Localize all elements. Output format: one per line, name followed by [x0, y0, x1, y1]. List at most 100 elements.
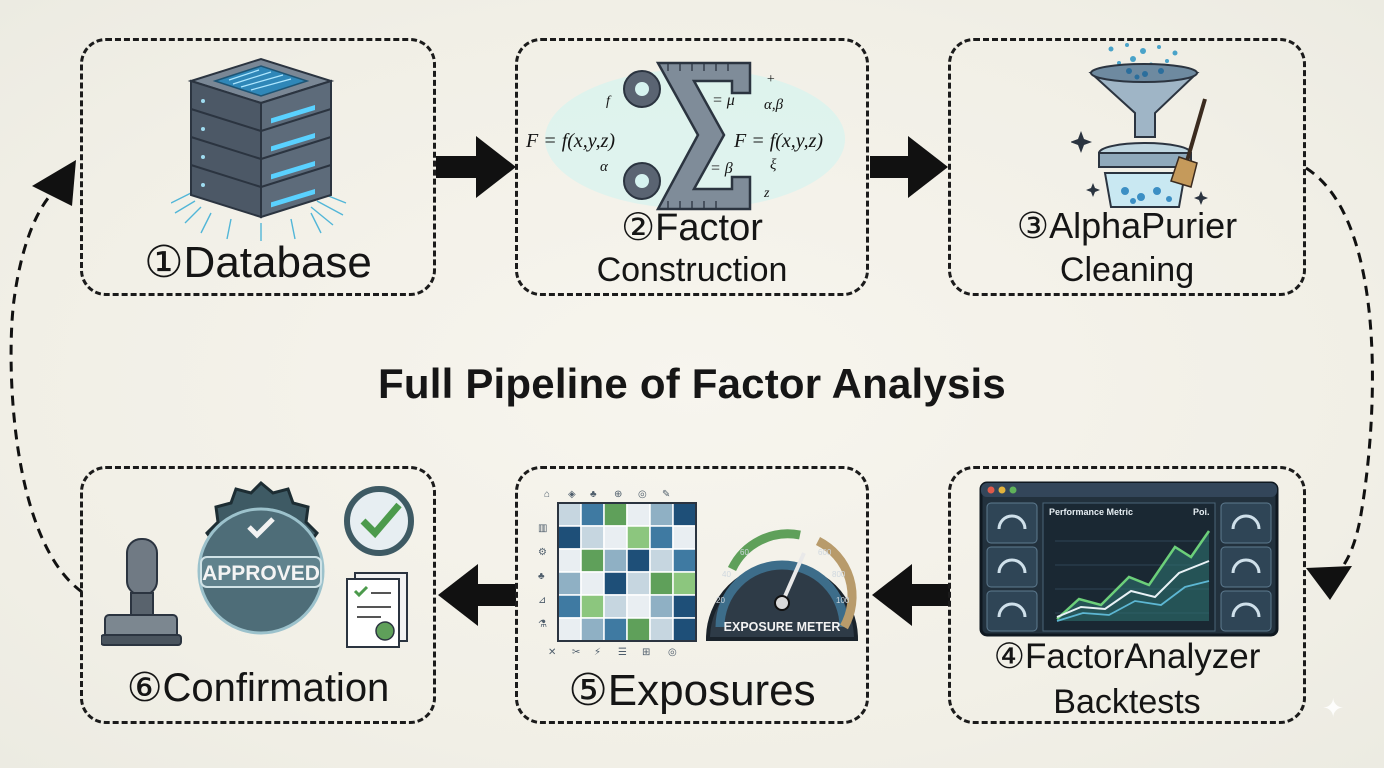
heatmap-cell	[603, 548, 628, 573]
stage-label: ④FactorAnalyzer	[993, 637, 1261, 676]
diagram-title: Full Pipeline of Factor Analysis	[378, 360, 1006, 407]
svg-text:600: 600	[818, 548, 832, 557]
svg-text:⌂: ⌂	[544, 489, 550, 500]
stage-sublabel: Backtests	[1053, 683, 1201, 721]
heatmap-cell	[649, 571, 674, 596]
stage-label: ⑥Confirmation	[126, 666, 390, 710]
heatmap-cell	[557, 594, 582, 619]
exposure-meter-label: EXPOSURE METER	[724, 620, 841, 634]
heatmap-cell	[557, 502, 582, 527]
stage-sublabel: Construction	[596, 251, 788, 289]
heatmap-cell	[649, 617, 674, 642]
heatmap-cell	[557, 617, 582, 642]
check-badge-icon	[344, 486, 414, 556]
heatmap-cell	[672, 617, 697, 642]
exposure-meter-icon: 20 40 60 600 800 100 EXPOSURE METER	[705, 529, 859, 641]
svg-text:◎: ◎	[668, 647, 677, 657]
svg-text:40: 40	[722, 570, 731, 579]
performance-metric-title: Performance Metric	[1049, 507, 1133, 517]
heatmap-cell	[672, 525, 697, 550]
svg-text:♣: ♣	[538, 571, 545, 582]
server-rack-icon	[171, 57, 347, 241]
svg-text:⊕: ⊕	[614, 489, 622, 500]
heatmap-cell	[672, 571, 697, 596]
heatmap-cell	[557, 548, 582, 573]
svg-text:◎: ◎	[638, 489, 647, 500]
approval-stamp-icon: APPROVED	[101, 480, 414, 648]
arrow-exposures-to-confirmation	[438, 564, 516, 626]
stage-label: ①Database	[144, 238, 372, 287]
svg-text:✎: ✎	[662, 489, 670, 500]
formula-symbol: α	[600, 159, 609, 175]
heatmap-cell	[580, 617, 605, 642]
svg-text:⊞: ⊞	[642, 647, 650, 657]
svg-text:⚗: ⚗	[538, 619, 547, 630]
formula-symbol: ξ	[770, 157, 777, 173]
stage-alphapurier-cleaning: ③AlphaPurier Cleaning	[948, 38, 1306, 296]
svg-text:◈: ◈	[568, 489, 576, 500]
heatmap-cell	[626, 571, 651, 596]
formula-symbol: α,β	[764, 97, 784, 113]
heatmap-cell	[649, 548, 674, 573]
arrow-factor-to-cleaning	[870, 136, 948, 198]
heatmap-cell	[649, 525, 674, 550]
arrow-database-to-factor	[436, 136, 516, 198]
formula-left: F = f(x,y,z)	[525, 130, 615, 152]
heatmap-cell	[580, 548, 605, 573]
stage-confirmation: APPROVED ⑥Confirmation	[80, 466, 436, 724]
heatmap-cell	[672, 594, 697, 619]
approved-seal-text: APPROVED	[202, 562, 320, 585]
approved-seal-icon: APPROVED	[197, 480, 325, 635]
sigma-formula-icon: f = μ F = f(x,y,z) F = f(x,y,z) + α,β α …	[525, 61, 845, 211]
heatmap-cell	[649, 502, 674, 527]
stage-database: ①Database	[80, 38, 436, 296]
loop-cleaning-to-backtests	[1305, 166, 1374, 600]
document-stack-icon	[346, 572, 408, 648]
svg-text:60: 60	[740, 548, 749, 557]
sparkle-icon: ✦	[1322, 693, 1344, 723]
heatmap-cell	[626, 617, 651, 642]
arrow-backtests-to-exposures	[872, 564, 950, 626]
heatmap-cell	[626, 548, 651, 573]
formula-symbol: f	[606, 94, 612, 109]
formula-symbol: = β	[710, 160, 733, 177]
svg-text:⚡: ⚡	[594, 647, 601, 657]
formula-symbol: z	[763, 186, 770, 201]
performance-corner-label: Poi.	[1193, 507, 1210, 517]
heatmap-cell	[626, 594, 651, 619]
formula-right: F = f(x,y,z)	[733, 130, 823, 152]
heatmap-cell	[672, 548, 697, 573]
stage-factor-construction: f = μ F = f(x,y,z) F = f(x,y,z) + α,β α …	[515, 38, 869, 296]
svg-text:20: 20	[716, 596, 725, 605]
heatmap-cell	[603, 571, 628, 596]
stage-label: ⑤Exposures	[568, 666, 816, 715]
loop-confirmation-to-database	[9, 160, 83, 594]
heatmap-cell	[649, 594, 674, 619]
svg-text:☰: ☰	[618, 647, 627, 657]
svg-text:100: 100	[836, 596, 850, 605]
svg-text:✂: ✂	[572, 647, 580, 657]
heatmap-cell	[580, 502, 605, 527]
exposure-heatmap-icon: ⌂◈♣⊕◎✎ ▥⚙♣⊿⚗ ✕✂⚡☰⊞◎	[538, 489, 697, 657]
formula-symbol: = μ	[712, 92, 735, 109]
svg-text:▥: ▥	[538, 523, 547, 534]
stage-label: ③AlphaPurier	[1016, 205, 1238, 246]
heatmap-cell	[626, 525, 651, 550]
backtest-dashboard-icon: Performance Metric Poi.	[979, 481, 1279, 637]
svg-text:800: 800	[832, 570, 846, 579]
stage-label: ②Factor	[621, 207, 763, 249]
heatmap-cell	[580, 525, 605, 550]
formula-symbol: +	[766, 72, 775, 87]
svg-text:✕: ✕	[548, 647, 556, 657]
stage-factoranalyzer-backtests: Performance Metric Poi. ④FactorAnalyzer …	[948, 466, 1306, 724]
svg-text:⊿: ⊿	[538, 595, 546, 606]
heatmap-cell	[580, 594, 605, 619]
heatmap-frame	[557, 502, 697, 642]
stage-sublabel: Cleaning	[1059, 251, 1195, 289]
heatmap-cell	[672, 502, 697, 527]
heatmap-cell	[580, 571, 605, 596]
svg-text:♣: ♣	[590, 489, 597, 500]
